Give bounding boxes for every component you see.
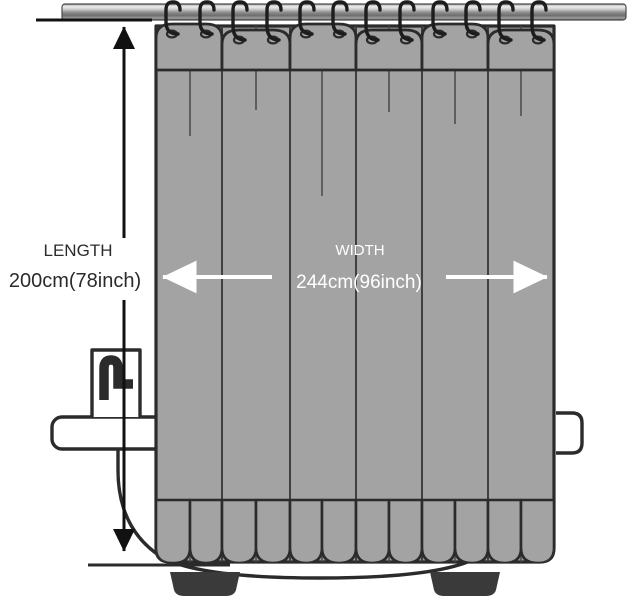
length-value-label: 200cm(78inch) (9, 270, 141, 292)
shower-curtain-panel (154, 22, 556, 564)
width-value-label: 244cm(96inch) (296, 272, 422, 293)
curtain-header-tabs (154, 22, 556, 72)
curtain-rod (61, 3, 627, 21)
length-dimension (36, 18, 152, 552)
bathtub-feet (170, 572, 500, 596)
bathtub-right-handle (556, 411, 584, 455)
curtain-rings (164, 0, 548, 42)
bathtub-foot-right (430, 572, 500, 596)
bathtub-foot-left (170, 572, 240, 596)
curtain-folds (156, 26, 554, 562)
width-title-label: WIDTH (335, 242, 384, 259)
curtain-rod-bar (61, 3, 627, 21)
faucet-icon (99, 355, 133, 400)
length-title-label: LENGTH (44, 241, 113, 260)
